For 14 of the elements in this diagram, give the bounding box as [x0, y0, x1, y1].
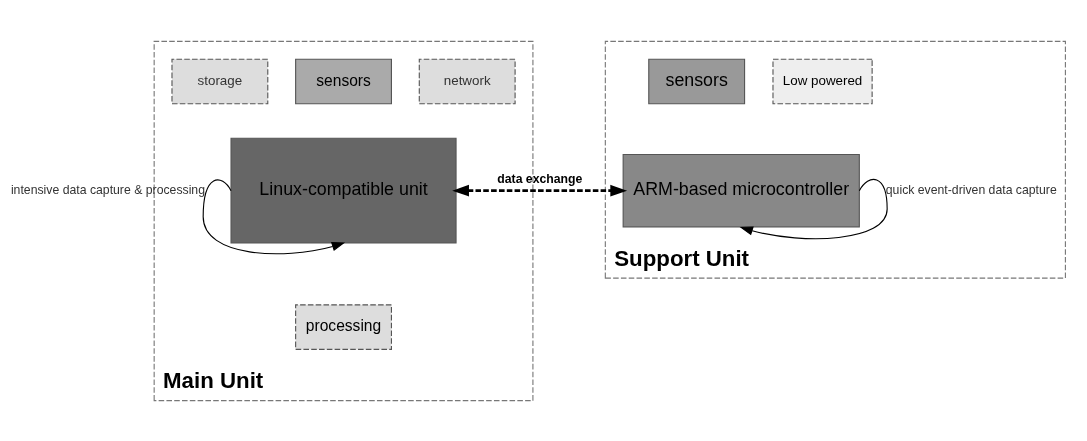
edge-label: data exchange — [497, 171, 583, 186]
node-box: ARM-based microcontroller — [622, 153, 860, 227]
node-box: Linux-compatible unit — [230, 137, 457, 244]
node-box: sensors — [295, 58, 392, 104]
node-box: network — [418, 58, 516, 104]
node-box: sensors — [648, 58, 746, 104]
node-box: storage — [171, 58, 269, 104]
node-box: Low powered — [772, 58, 873, 104]
edge-label: intensive data capture & processing — [10, 182, 205, 197]
arrow — [202, 178, 346, 254]
arrow — [452, 184, 628, 196]
node-box: processing — [295, 303, 392, 350]
arrow — [739, 178, 888, 239]
edge-label: quick event-driven data capture — [885, 182, 1057, 197]
